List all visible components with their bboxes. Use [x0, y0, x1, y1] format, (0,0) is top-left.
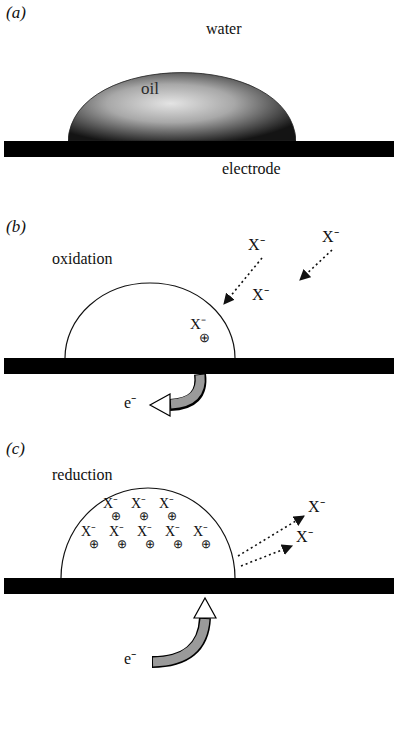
cation-symbol: ⊕: [173, 538, 183, 551]
electron-arrow-outline: [152, 618, 205, 662]
panel-letter: (c): [6, 440, 25, 459]
electrode-bar: [4, 141, 394, 157]
electron-arrow: [171, 375, 200, 404]
panel-letter: (a): [6, 4, 26, 23]
process-label: reduction: [52, 466, 112, 484]
electrode-bar: [4, 578, 394, 594]
cation-symbol: ⊕: [199, 331, 210, 345]
droplet-outline: [61, 488, 235, 578]
anion-label: X⁻: [322, 228, 339, 246]
electron-label: e⁻: [124, 394, 136, 412]
electron-arrow: [153, 619, 205, 662]
cation-symbol: ⊕: [89, 538, 99, 551]
anion-label: X⁻: [296, 528, 313, 546]
panel-letter: (b): [6, 218, 26, 237]
electrode-label: electrode: [222, 160, 281, 178]
droplet-shape: [68, 45, 296, 141]
droplet-label: oil: [141, 80, 159, 99]
electron-arrow-head: [194, 598, 216, 618]
anion-label: X⁻: [248, 236, 265, 254]
anion-label: X⁻: [308, 498, 325, 516]
medium-label: water: [206, 20, 242, 38]
cation-symbol: ⊕: [201, 538, 211, 551]
electron-label: e⁻: [124, 650, 136, 668]
droplet-outline: [65, 283, 235, 358]
electrode-bar: [4, 358, 394, 374]
oil-droplet: oil: [68, 45, 296, 141]
cation-symbol: ⊕: [117, 538, 127, 551]
process-label: oxidation: [52, 250, 112, 268]
ion-arrow: [300, 250, 332, 280]
electron-arrow-head: [150, 394, 170, 416]
cation-symbol: ⊕: [145, 538, 155, 551]
cation-symbol: ⊕: [167, 510, 177, 523]
anion-label: X⁻: [252, 286, 269, 304]
cation-symbol: ⊕: [111, 510, 121, 523]
droplet-fill: [68, 73, 296, 141]
electron-arrow-outline: [170, 374, 200, 405]
cation-symbol: ⊕: [139, 510, 149, 523]
ion-arrow: [241, 546, 292, 566]
ion-arrow: [238, 516, 304, 556]
